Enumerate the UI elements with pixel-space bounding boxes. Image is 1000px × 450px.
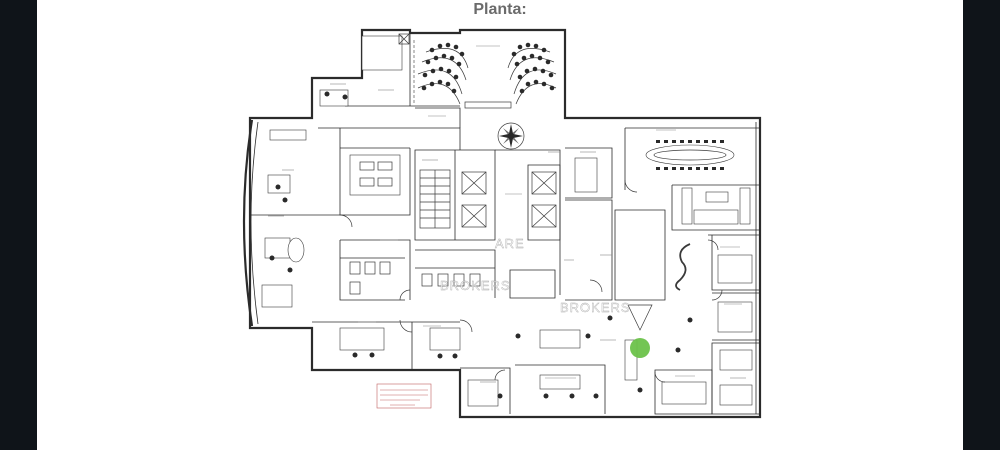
restroom-fixtures bbox=[349, 261, 481, 295]
compass-rose-icon bbox=[497, 122, 525, 150]
triangle-marker bbox=[627, 304, 653, 331]
legend-note-box bbox=[376, 383, 432, 409]
svg-text:BROKERS: BROKERS bbox=[440, 278, 511, 293]
floor-plan-drawing: ARE BROKERS BROKERS bbox=[242, 28, 762, 419]
watermark: ARE BROKERS BROKERS bbox=[440, 236, 631, 315]
office-desks bbox=[261, 35, 753, 407]
lounge-sofas bbox=[681, 187, 751, 225]
svg-text:BROKERS: BROKERS bbox=[560, 300, 631, 315]
green-location-marker bbox=[630, 338, 650, 358]
spiral-staircase-icon bbox=[675, 243, 691, 291]
svg-text:ARE: ARE bbox=[495, 236, 525, 251]
outer-walls bbox=[242, 28, 762, 419]
elevator-icon bbox=[398, 33, 557, 228]
right-letterbox bbox=[963, 0, 1000, 450]
chairs bbox=[269, 91, 693, 399]
page-title: Planta: bbox=[473, 1, 527, 18]
interior-walls bbox=[250, 33, 761, 415]
floor-plan-canvas: Planta: bbox=[37, 0, 963, 450]
conference-table bbox=[645, 140, 735, 170]
left-letterbox bbox=[0, 0, 37, 450]
auditorium-seating bbox=[417, 42, 557, 109]
stairwell bbox=[419, 169, 451, 229]
room-label-marks bbox=[268, 45, 746, 383]
door-swings bbox=[339, 179, 723, 383]
